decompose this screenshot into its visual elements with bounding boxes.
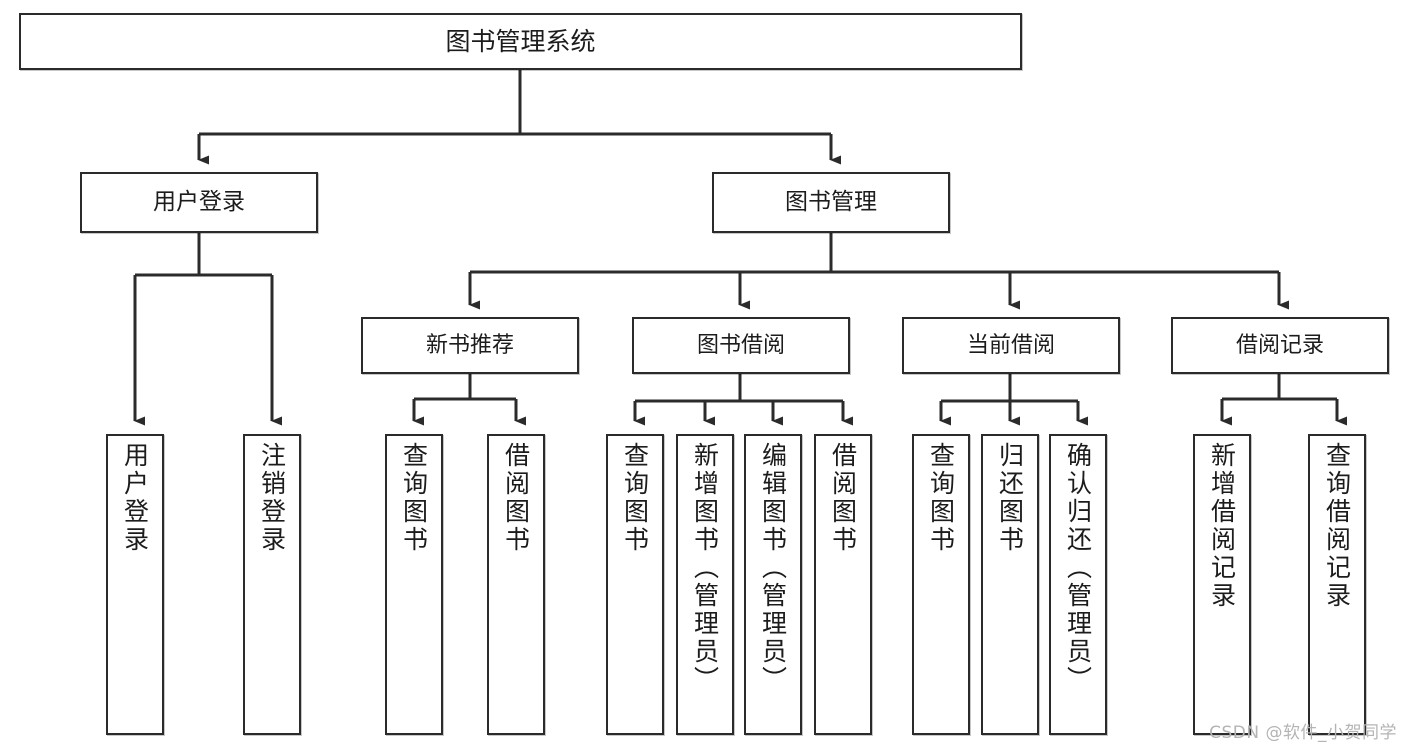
- leaf-new-book-query-label: 查询图书: [399, 442, 429, 554]
- leaf-borrow-query-book[interactable]: 查询图书: [606, 434, 664, 735]
- leaf-new-book-borrow[interactable]: 借阅图书: [487, 434, 545, 735]
- node-borrow-record[interactable]: 借阅记录: [1171, 317, 1389, 374]
- node-root-label: 图书管理系统: [445, 26, 596, 56]
- node-current-borrow-label: 当前借阅: [966, 332, 1055, 358]
- leaf-record-query[interactable]: 查询借阅记录: [1308, 434, 1366, 735]
- leaf-current-confirm-return-label: 确认归还（管理员）: [1063, 442, 1093, 694]
- leaf-new-book-borrow-label: 借阅图书: [501, 442, 531, 554]
- leaf-record-add[interactable]: 新增借阅记录: [1193, 434, 1251, 735]
- leaf-borrow-query-book-label: 查询图书: [620, 442, 650, 554]
- leaf-borrow-borrow-book-label: 借阅图书: [828, 442, 858, 554]
- leaf-borrow-add-book-label: 新增图书（管理员）: [690, 442, 720, 694]
- leaf-current-return-book[interactable]: 归还图书: [981, 434, 1039, 735]
- leaf-user-login-signout[interactable]: 注销登录: [243, 434, 301, 735]
- leaf-new-book-query[interactable]: 查询图书: [385, 434, 443, 735]
- leaf-user-login-signin[interactable]: 用户登录: [106, 434, 164, 735]
- node-new-book-recommend-label: 新书推荐: [425, 332, 514, 358]
- leaf-record-add-label: 新增借阅记录: [1207, 442, 1237, 610]
- node-new-book-recommend[interactable]: 新书推荐: [361, 317, 579, 374]
- csdn-watermark: CSDN @软件_小贺同学: [1209, 723, 1397, 743]
- node-book-borrow-label: 图书借阅: [696, 332, 785, 358]
- leaf-borrow-edit-book-label: 编辑图书（管理员）: [758, 442, 788, 694]
- node-user-login-label: 用户登录: [153, 188, 245, 215]
- node-root-system[interactable]: 图书管理系统: [19, 13, 1022, 70]
- node-borrow-record-label: 借阅记录: [1235, 332, 1324, 358]
- leaf-current-return-book-label: 归还图书: [995, 442, 1025, 554]
- node-user-login[interactable]: 用户登录: [80, 172, 318, 233]
- node-book-borrow[interactable]: 图书借阅: [632, 317, 850, 374]
- node-book-management[interactable]: 图书管理: [712, 172, 950, 233]
- leaf-record-query-label: 查询借阅记录: [1322, 442, 1352, 610]
- leaf-borrow-add-book[interactable]: 新增图书（管理员）: [676, 434, 734, 735]
- leaf-current-query-book[interactable]: 查询图书: [912, 434, 970, 735]
- leaf-user-login-signin-label: 用户登录: [120, 442, 150, 554]
- leaf-user-login-signout-label: 注销登录: [257, 442, 287, 554]
- leaf-borrow-edit-book[interactable]: 编辑图书（管理员）: [744, 434, 802, 735]
- leaf-current-query-book-label: 查询图书: [926, 442, 956, 554]
- leaf-borrow-borrow-book[interactable]: 借阅图书: [814, 434, 872, 735]
- node-current-borrow[interactable]: 当前借阅: [902, 317, 1120, 374]
- leaf-current-confirm-return[interactable]: 确认归还（管理员）: [1049, 434, 1107, 735]
- node-book-management-label: 图书管理: [785, 188, 877, 215]
